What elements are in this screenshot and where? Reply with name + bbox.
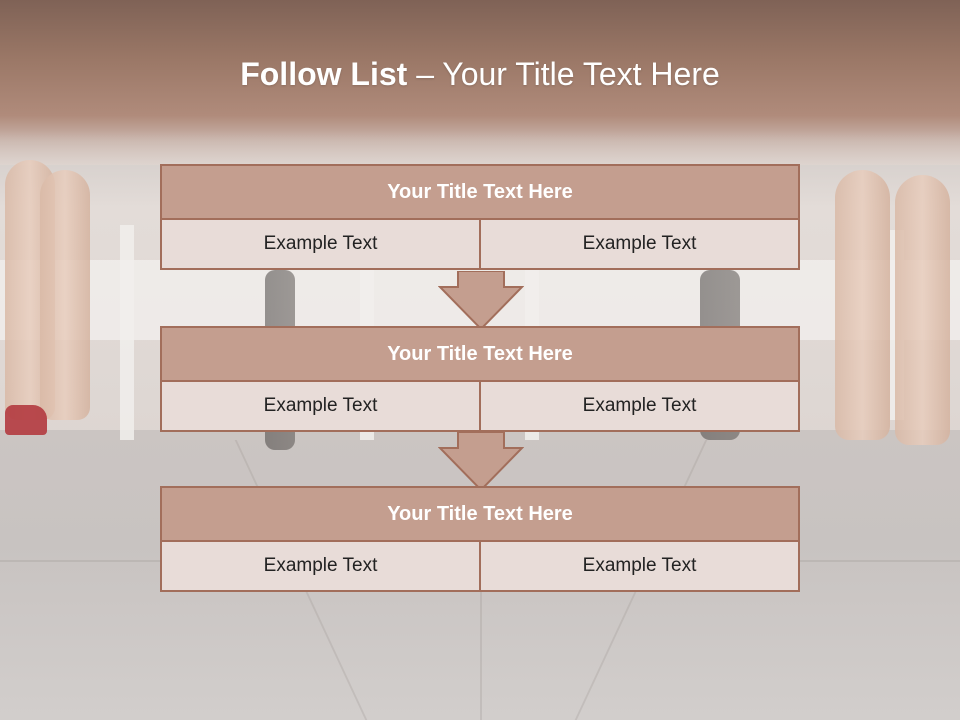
red-shoe bbox=[5, 405, 47, 435]
block-header: Your Title Text Here bbox=[160, 164, 800, 220]
leg-shape bbox=[895, 175, 950, 445]
block-cell-left: Example Text bbox=[160, 220, 481, 270]
list-block-1: Your Title Text Here Example Text Exampl… bbox=[160, 164, 800, 270]
list-block-2: Your Title Text Here Example Text Exampl… bbox=[160, 326, 800, 432]
title-rest-part: – Your Title Text Here bbox=[407, 56, 720, 92]
block-cell-left: Example Text bbox=[160, 542, 481, 592]
chair-leg bbox=[120, 225, 134, 440]
block-cell-right: Example Text bbox=[481, 382, 800, 432]
down-arrow-icon bbox=[438, 432, 524, 492]
block-cell-left: Example Text bbox=[160, 382, 481, 432]
down-arrow-icon bbox=[438, 271, 524, 331]
block-row: Example Text Example Text bbox=[160, 542, 800, 592]
list-block-3: Your Title Text Here Example Text Exampl… bbox=[160, 486, 800, 592]
block-row: Example Text Example Text bbox=[160, 220, 800, 270]
block-header: Your Title Text Here bbox=[160, 486, 800, 542]
title-bold-part: Follow List bbox=[240, 56, 408, 92]
block-row: Example Text Example Text bbox=[160, 382, 800, 432]
block-header: Your Title Text Here bbox=[160, 326, 800, 382]
leg-shape bbox=[835, 170, 890, 440]
block-cell-right: Example Text bbox=[481, 220, 800, 270]
block-cell-right: Example Text bbox=[481, 542, 800, 592]
leg-shape bbox=[40, 170, 90, 420]
slide-title: Follow List – Your Title Text Here bbox=[0, 52, 960, 96]
